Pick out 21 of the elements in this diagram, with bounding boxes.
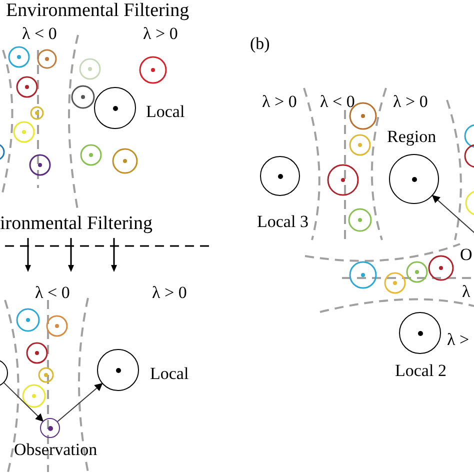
region-label: λ > 0 — [262, 92, 297, 112]
region-label: λ > — [447, 330, 470, 350]
arrow — [57, 382, 103, 422]
node-caption: Region — [387, 127, 436, 147]
region-label: λ > 0 — [393, 92, 428, 112]
panel-title: ironmental Filtering — [0, 213, 153, 235]
panel-title: Environmental Filtering — [6, 0, 190, 22]
region-label: λ > 0 — [152, 283, 187, 303]
region-label: λ < 0 — [320, 92, 355, 112]
region-label: O — [460, 245, 472, 265]
node-caption: Local 3 — [257, 212, 308, 232]
region-label: λ < 0 — [22, 24, 57, 44]
node-caption: Local — [150, 364, 189, 384]
node-caption: Observation — [14, 440, 98, 460]
node-caption: Local 2 — [395, 361, 446, 381]
region-label: (b) — [250, 34, 270, 54]
arrow — [4, 382, 44, 422]
region-label: λ > 0 — [143, 24, 178, 44]
region-label: λ — [462, 282, 470, 302]
node-caption: Local — [146, 102, 185, 122]
region-label: λ < 0 — [35, 283, 70, 303]
